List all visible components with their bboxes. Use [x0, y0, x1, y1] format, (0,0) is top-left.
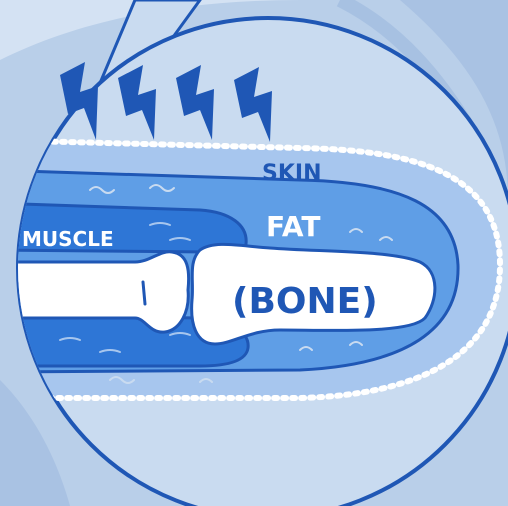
skin-label: SKIN — [262, 161, 322, 186]
bone-label: (BONE) — [232, 281, 378, 322]
fat-label: FAT — [266, 210, 321, 243]
bone-joint-mark — [143, 282, 145, 304]
muscle-label: MUSCLE — [22, 227, 114, 251]
